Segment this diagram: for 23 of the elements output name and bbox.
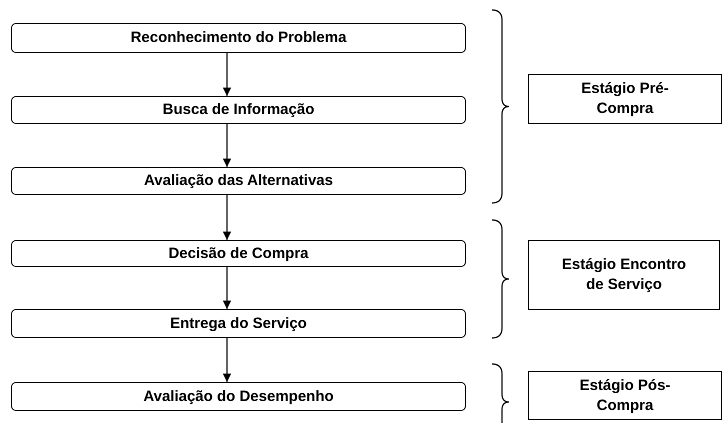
step-label: Reconhecimento do Problema [130,28,346,48]
step-label: Decisão de Compra [168,244,309,264]
arrow [222,53,232,96]
stage-box [528,240,720,310]
arrow [222,195,232,240]
step-box [11,23,466,53]
step-box [11,167,466,195]
stage-box [528,74,722,124]
step-box [11,240,466,267]
arrow [222,338,232,382]
stage-label: Estágio Pré-Compra [580,79,670,119]
step-box [11,96,466,124]
step-label: Busca de Informação [162,100,314,120]
step-box [11,382,466,411]
arrow [222,124,232,167]
step-label: Entrega do Serviço [170,314,307,334]
arrow [222,267,232,309]
stage-label: Estágio Encontro de Serviço [561,255,687,295]
step-label: Avaliação do Desempenho [143,386,334,406]
stage-label: Estágio Pós-Compra [578,376,672,416]
step-box [11,309,466,338]
stage-box [528,371,722,420]
step-label: Avaliação das Alternativas [144,171,333,191]
